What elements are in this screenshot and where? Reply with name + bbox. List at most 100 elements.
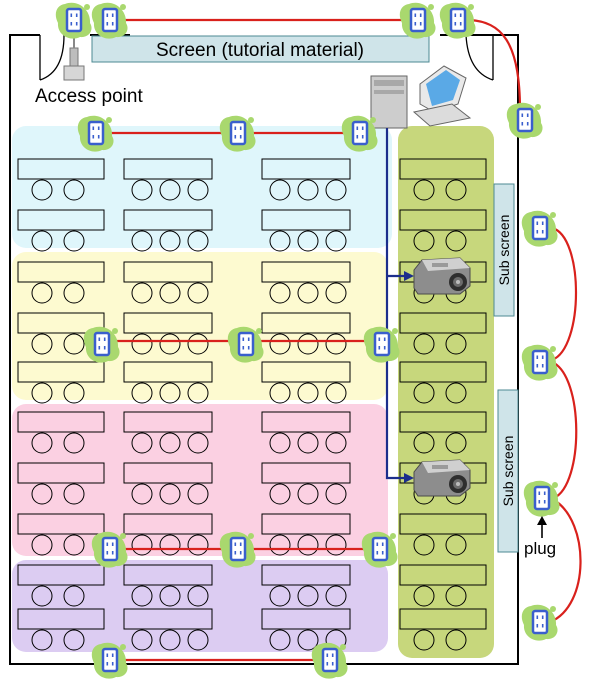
chair: [159, 585, 181, 607]
table-group: [17, 158, 105, 201]
table-group: [399, 608, 487, 651]
chair: [413, 333, 435, 355]
chair: [297, 629, 319, 651]
table: [123, 513, 213, 535]
chair: [297, 282, 319, 304]
chair: [269, 382, 291, 404]
table: [17, 261, 105, 283]
chair: [413, 230, 435, 252]
table: [17, 462, 105, 484]
table-group: [123, 462, 213, 505]
arrow-up-icon: [537, 516, 547, 538]
chair: [159, 629, 181, 651]
sub-screen-1: Sub screen: [493, 183, 515, 317]
chair: [325, 534, 347, 556]
chair: [187, 282, 209, 304]
power-outlet-icon: [90, 1, 129, 40]
table-group: [399, 209, 487, 252]
table: [399, 209, 487, 231]
table: [17, 312, 105, 334]
chair: [297, 333, 319, 355]
chair: [131, 534, 153, 556]
seating: [17, 158, 487, 651]
chair: [63, 483, 85, 505]
table-group: [123, 564, 213, 607]
power-outlet-icon: [520, 209, 559, 248]
chair: [297, 382, 319, 404]
power-outlet-icon: [505, 101, 544, 140]
table: [261, 462, 351, 484]
table: [261, 158, 351, 180]
chair: [325, 179, 347, 201]
power-outlet-icon: [520, 603, 559, 642]
chair: [297, 483, 319, 505]
chair: [269, 483, 291, 505]
chair: [269, 432, 291, 454]
chair: [159, 432, 181, 454]
chair: [297, 179, 319, 201]
table: [399, 564, 487, 586]
chair: [187, 179, 209, 201]
chair: [269, 230, 291, 252]
chair: [445, 585, 467, 607]
table-group: [399, 312, 487, 355]
chair: [131, 382, 153, 404]
chair: [131, 483, 153, 505]
table: [123, 261, 213, 283]
power-cables: [108, 18, 582, 662]
power-outlet-icon: [90, 641, 129, 680]
table: [17, 158, 105, 180]
table-group: [261, 261, 351, 304]
table-group: [399, 411, 487, 454]
projector-icon-2: [413, 459, 471, 497]
chair: [445, 534, 467, 556]
chair: [445, 333, 467, 355]
table-group: [261, 608, 351, 651]
table-group: [17, 261, 105, 304]
table-group: [123, 411, 213, 454]
chair: [269, 585, 291, 607]
table: [123, 462, 213, 484]
chair: [31, 483, 53, 505]
chair: [31, 333, 53, 355]
table-group: [123, 312, 213, 355]
chair: [63, 585, 85, 607]
chair: [31, 282, 53, 304]
table-group: [261, 564, 351, 607]
chair: [269, 629, 291, 651]
table-group: [261, 312, 351, 355]
chair: [325, 282, 347, 304]
projector-icon-1: [413, 257, 471, 295]
chair: [131, 282, 153, 304]
chair: [159, 382, 181, 404]
table-group: [17, 608, 105, 651]
table: [123, 209, 213, 231]
table-group: [399, 158, 487, 201]
table: [17, 564, 105, 586]
sub-screen-label-2: Sub screen: [500, 436, 516, 507]
chair: [63, 282, 85, 304]
chair: [297, 230, 319, 252]
chair: [445, 629, 467, 651]
chair: [269, 534, 291, 556]
table-group: [17, 312, 105, 355]
table-group: [399, 564, 487, 607]
table: [261, 411, 351, 433]
table: [261, 361, 351, 383]
chair: [187, 585, 209, 607]
chair: [31, 382, 53, 404]
chair: [31, 179, 53, 201]
chair: [445, 179, 467, 201]
table-group: [261, 411, 351, 454]
power-outlet-icon: [522, 479, 561, 518]
table: [261, 513, 351, 535]
chair: [63, 432, 85, 454]
zone-pink: [12, 404, 388, 556]
power-outlet-icon: [310, 641, 349, 680]
chair: [413, 382, 435, 404]
chair: [159, 483, 181, 505]
table: [261, 209, 351, 231]
table-group: [123, 158, 213, 201]
table: [123, 411, 213, 433]
